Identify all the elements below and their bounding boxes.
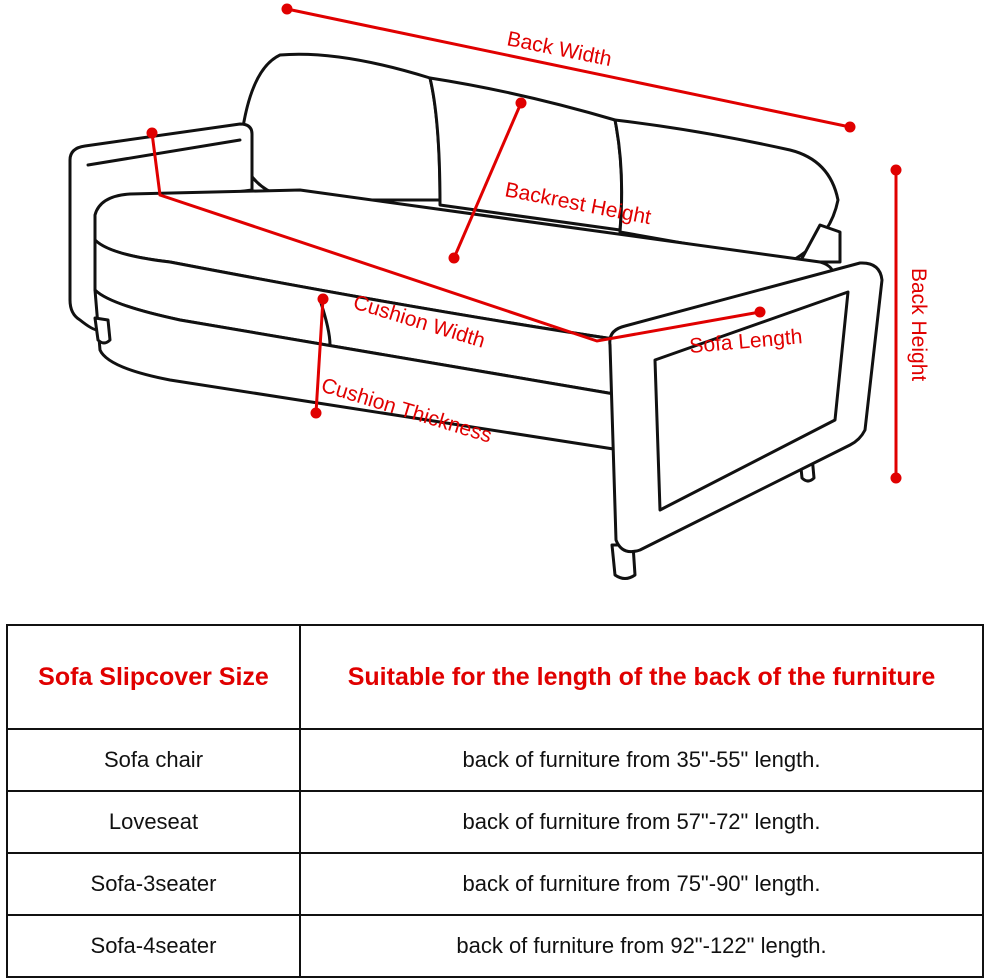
- size-cell: Sofa-3seater: [6, 852, 301, 916]
- sofa-drawing: [68, 52, 884, 580]
- back-width-line: [286, 7, 851, 129]
- dot-cushion-thickness-top: [317, 293, 329, 305]
- table-row: Sofa-3seater back of furniture from 75"-…: [6, 852, 984, 916]
- measurement-lines: [150, 7, 898, 478]
- back-filler: [798, 223, 842, 264]
- size-cell: Loveseat: [6, 790, 301, 854]
- right-arm-panel: [653, 290, 850, 512]
- dot-backrest-top: [515, 97, 527, 109]
- range-cell: back of furniture from 35"-55" length.: [299, 728, 984, 792]
- header-slipcover-size: Sofa Slipcover Size: [6, 624, 301, 730]
- measurement-dots: [146, 3, 902, 484]
- dot-back-width-end: [844, 121, 856, 133]
- dot-cushion-width-start: [146, 127, 158, 139]
- range-cell: back of furniture from 57"-72" length.: [299, 790, 984, 854]
- range-cell: back of furniture from 92"-122" length.: [299, 914, 984, 978]
- back-cushion-right: [613, 118, 840, 264]
- cushion-thickness-line: [314, 298, 325, 414]
- range-cell: back of furniture from 75"-90" length.: [299, 852, 984, 916]
- leg-left: [93, 316, 112, 345]
- dot-back-width-start: [281, 3, 293, 15]
- size-cell: Sofa chair: [6, 728, 301, 792]
- table-row: Loveseat back of furniture from 57"-72" …: [6, 790, 984, 854]
- dot-sofa-length-end: [754, 306, 766, 318]
- table-row: Sofa chair back of furniture from 35"-55…: [6, 728, 984, 792]
- leg-right-front: [610, 543, 637, 580]
- dot-backrest-bottom: [448, 252, 460, 264]
- left-arm-inner: [86, 138, 242, 167]
- backrest-height-line: [452, 102, 523, 259]
- table-row: Sofa-4seater back of furniture from 92"-…: [6, 914, 984, 978]
- right-arm: [608, 261, 884, 554]
- size-table: Sofa Slipcover Size Suitable for the len…: [6, 624, 984, 978]
- label-back-width: Back Width: [505, 27, 614, 71]
- label-back-height: Back Height: [907, 268, 930, 381]
- back-cushion-left: [238, 52, 442, 202]
- sofa-measurement-diagram: Back Width Backrest Height Back Height C…: [68, 3, 930, 580]
- size-cell: Sofa-4seater: [6, 914, 301, 978]
- dot-cushion-thickness-bottom: [310, 407, 322, 419]
- cushion-width-line: [150, 132, 761, 343]
- dot-back-height-top: [890, 164, 902, 176]
- table-header-row: Sofa Slipcover Size Suitable for the len…: [6, 624, 984, 730]
- dot-back-height-bottom: [890, 472, 902, 484]
- header-suitable-length: Suitable for the length of the back of t…: [299, 624, 984, 730]
